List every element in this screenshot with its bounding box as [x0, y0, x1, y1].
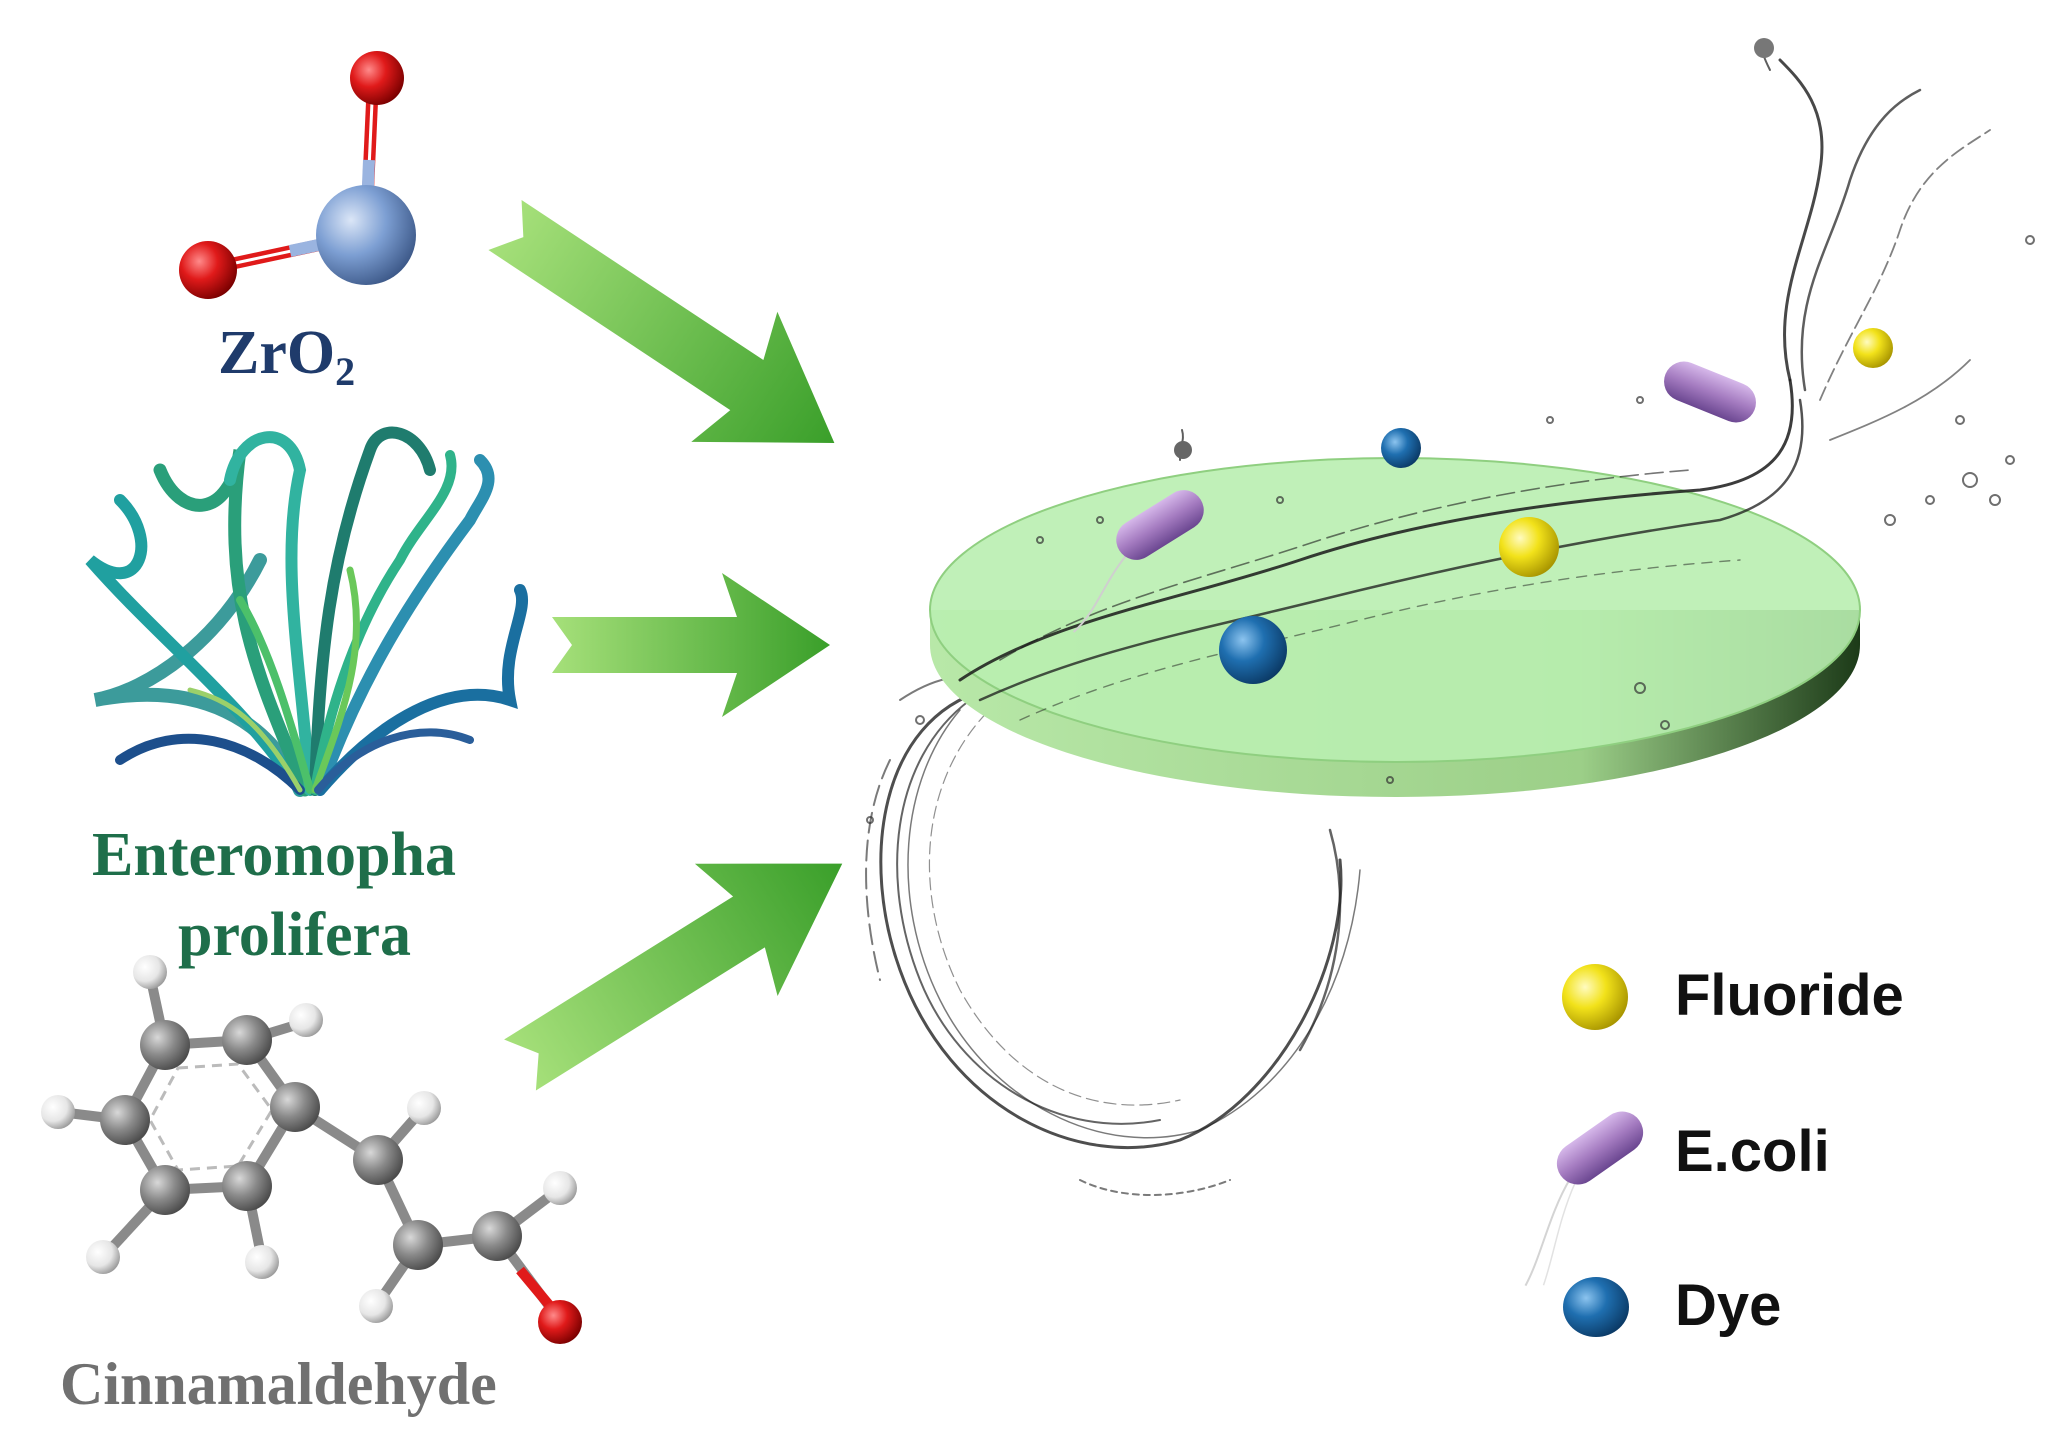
zro2-label-main: ZrO — [218, 319, 336, 387]
dye-particle-icon — [1219, 616, 1287, 684]
zro2-label-subscript: 2 — [335, 349, 356, 394]
enteromopha-label-line1: Enteromopha — [92, 821, 457, 889]
yellow-sphere-icon — [1562, 964, 1628, 1030]
fluoride-particle-icon — [1853, 328, 1893, 368]
bacterium-icon — [1524, 1111, 1644, 1287]
arrow-bottom-icon — [504, 863, 843, 1091]
cinnamaldehyde-label: Cinnamaldehyde — [60, 1351, 497, 1417]
zro2-molecule-icon — [179, 51, 416, 299]
arrow-middle-icon — [552, 573, 830, 717]
fluoride-particle-icon — [1499, 517, 1559, 577]
dye-particle-icon — [1381, 428, 1421, 468]
cinnamaldehyde-molecule-icon — [41, 955, 582, 1344]
pollutants — [1072, 328, 1893, 684]
seaweed-icon — [85, 426, 529, 797]
zro2-label: ZrO2 — [218, 318, 355, 395]
arrow-top-icon — [488, 199, 835, 444]
blue-sphere-icon — [1563, 1277, 1629, 1337]
legend-fluoride-label: Fluoride — [1675, 963, 1904, 1028]
enteromopha-label-line2: prolifera — [178, 901, 412, 969]
legend-dye-label: Dye — [1675, 1273, 1782, 1338]
bacterium-icon — [1664, 361, 1756, 423]
legend-icons — [1524, 964, 1644, 1337]
water-stream-icon — [958, 38, 1991, 721]
bacterium-icon — [1072, 490, 1204, 633]
legend-ecoli-label: E.coli — [1675, 1119, 1830, 1184]
